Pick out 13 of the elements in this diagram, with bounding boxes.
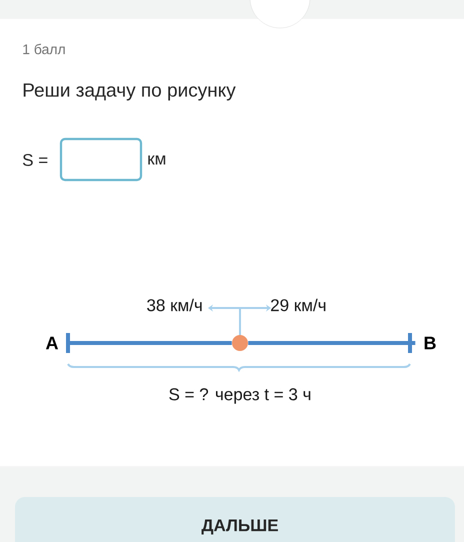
speed-label: 38 км/ч	[147, 298, 202, 312]
unit-label: км	[148, 156, 166, 164]
score-label: 1 балл	[23, 44, 65, 54]
segment-line	[66, 341, 232, 345]
moving-point	[232, 335, 248, 351]
formula-text: S =	[22, 154, 48, 166]
point-label: B	[424, 336, 436, 350]
segment-line	[248, 341, 416, 345]
point-label: A	[46, 336, 58, 350]
speed-label: 29 км/ч	[271, 298, 326, 312]
next-button: ДАЛЬШЕ	[15, 497, 455, 542]
task-text: Реши задачу по рисунку	[24, 84, 236, 100]
distance-label: S = ? через t = 3 ч	[169, 388, 310, 404]
